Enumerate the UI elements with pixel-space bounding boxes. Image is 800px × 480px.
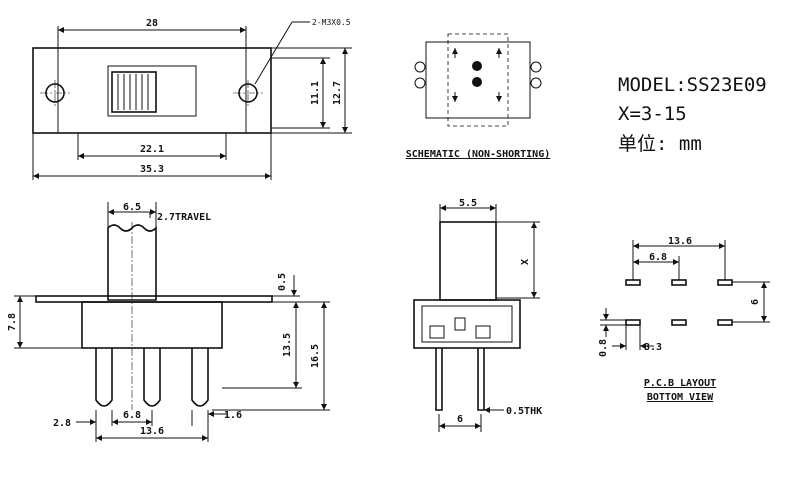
unit-label: 单位: mm — [618, 133, 702, 155]
pin-left — [95, 348, 113, 407]
pcb-0-8: 0.8 — [598, 339, 609, 357]
dim-12-7: 12.7 — [332, 81, 343, 105]
travel-label: 2.7TRAVEL — [157, 212, 211, 223]
schematic-title: SCHEMATIC (NON-SHORTING) — [406, 149, 551, 160]
side-knob — [107, 224, 157, 301]
dim-7-8: 7.8 — [7, 313, 18, 331]
thk-label: 0.5THK — [506, 406, 542, 417]
end-pin-left — [435, 348, 443, 411]
schematic-outer — [425, 41, 531, 119]
pcb-layout: 13.6 6.8 6 0.8 3.3 P.C.B LAYOUT BOTTOM V… — [598, 236, 770, 403]
top-slot — [107, 65, 197, 117]
dim-6: 6 — [457, 414, 463, 425]
end-pin-right — [477, 348, 485, 411]
dim-16-5: 16.5 — [310, 344, 321, 368]
pin-middle — [143, 348, 161, 407]
pin-right — [191, 348, 209, 407]
dim-13-5: 13.5 — [282, 333, 293, 357]
model-label: MODEL:SS23E09 — [618, 74, 767, 96]
pcb-6: 6 — [750, 299, 761, 305]
dim-1-6: 1.6 — [224, 410, 242, 421]
schematic-dashed — [447, 33, 509, 127]
top-view: 28 2-M3X0.5 11.1 12.7 22.1 35.3 — [32, 18, 352, 180]
side-flange — [35, 295, 273, 303]
dim-0-5: 0.5 — [277, 273, 288, 291]
pcb-subtitle: BOTTOM VIEW — [647, 392, 714, 403]
pcb-6-8: 6.8 — [649, 252, 667, 263]
side-body — [81, 301, 223, 349]
top-frame — [57, 47, 247, 134]
pcb-13-6: 13.6 — [668, 236, 692, 247]
hole-note: 2-M3X0.5 — [312, 18, 351, 27]
dim-28: 28 — [146, 18, 158, 29]
side-view: 6.5 2.7TRAVEL 0.5 7.8 13.5 16.5 — [7, 202, 330, 442]
dim-22-1: 22.1 — [140, 144, 164, 155]
dim-35-3: 35.3 — [140, 164, 164, 175]
top-body-outline — [32, 47, 272, 134]
end-view: 5.5 X 0.5THK 6 — [413, 198, 542, 432]
dim-11-1: 11.1 — [310, 81, 321, 105]
x-range-label: X=3-15 — [618, 103, 687, 125]
dim-2-8: 2.8 — [53, 418, 71, 429]
schematic: SCHEMATIC (NON-SHORTING) — [406, 33, 551, 160]
knob-ridges — [117, 74, 149, 110]
end-body — [413, 299, 521, 349]
end-knob — [439, 221, 497, 301]
dim-6-8: 6.8 — [123, 410, 141, 421]
dim-13-6: 13.6 — [140, 426, 164, 437]
pcb-3-3: 3.3 — [644, 342, 662, 353]
x-label: X — [520, 259, 531, 265]
pcb-pads — [625, 279, 733, 326]
dim-5-5: 5.5 — [459, 198, 477, 209]
top-knob — [111, 71, 157, 113]
hole-leader — [254, 21, 293, 85]
model-info: MODEL:SS23E09 X=3-15 单位: mm — [618, 74, 767, 155]
pcb-title: P.C.B LAYOUT — [644, 378, 716, 389]
dim-6-5: 6.5 — [123, 202, 141, 213]
